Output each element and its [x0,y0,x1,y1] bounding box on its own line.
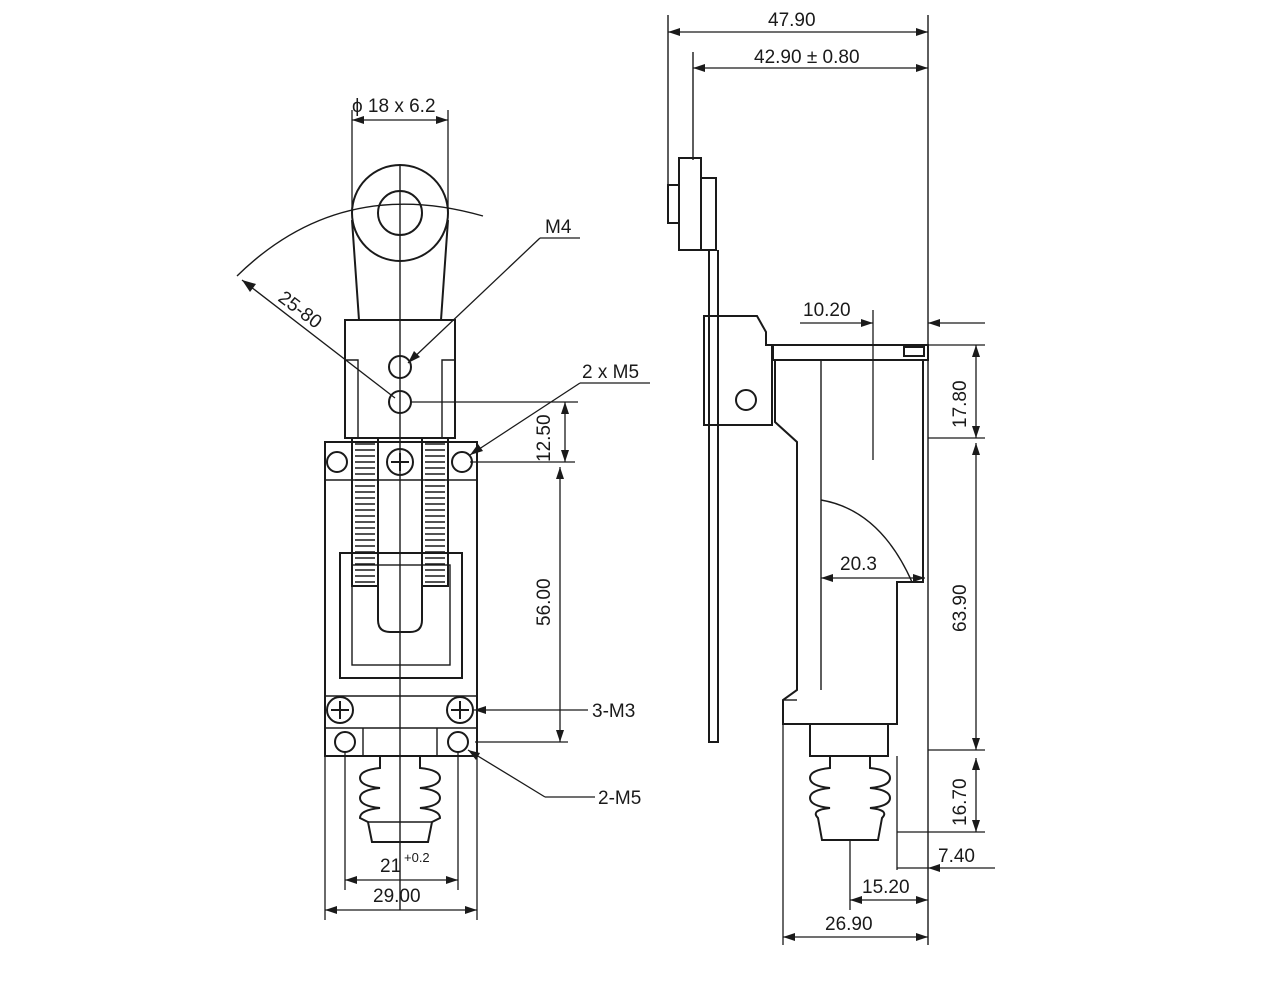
serrated-plate-left [351,437,379,587]
mount-hole-bottom-right [447,731,469,753]
label-10-20: 10.20 [803,300,851,321]
dim-7-40 [897,864,995,872]
label-7-40: 7.40 [938,846,975,867]
label-29-00: 29.00 [373,886,421,907]
body-window-inner [351,564,451,666]
mount-hole-top-left [326,451,348,473]
leader-2xm5 [469,382,650,456]
leader-3m3 [474,706,588,714]
lever-head-pin [735,389,757,411]
dim-20-3 [821,574,925,582]
bellows-plunger-side [808,723,892,841]
bottom-boss [362,728,438,756]
dim-16-70 [896,756,985,870]
dim-15-20 [849,840,928,910]
dim-21 [344,752,459,890]
body-side-curve [820,360,913,690]
roller-side-hub [667,184,680,224]
lever-rod [708,250,719,743]
body-section-lines [325,479,477,729]
label-42-90: 42.90 ± 0.80 [754,47,860,68]
label-17-80: 17.80 [950,380,971,428]
label-15-20: 15.20 [862,877,910,898]
side-view: 47.90 42.90 ± 0.80 10.20 17.80 [667,10,995,945]
dim-arm-range [241,279,396,399]
body-cap-tab [903,346,925,357]
shaft-slot [377,438,423,633]
dim-56-00 [475,467,568,743]
dim-roller-dia [351,110,449,212]
label-63-90: 63.90 [950,584,971,632]
label-2xm5: 2 x M5 [582,362,639,383]
clamp-detail [345,359,455,438]
dim-26-90 [782,724,928,945]
label-16-70: 16.70 [950,778,971,826]
roller-side [678,157,702,251]
roller-side-boss [700,177,717,251]
dim-12-50 [410,401,578,463]
dim-29-00 [324,756,478,920]
screw-center-top [386,448,414,476]
label-roller-dia: ϕ 18 x 6.2 [352,96,436,117]
serrated-plate-right [421,437,449,587]
label-20-3: 20.3 [840,554,877,575]
dim-42-90 [693,64,928,72]
dim-63-90 [928,443,985,751]
leader-m4 [407,237,580,364]
body-side-outline [774,360,924,725]
label-2m5: 2-M5 [598,788,641,809]
label-26-90: 26.90 [825,914,873,935]
dim-17-80 [928,344,985,439]
mount-hole-bottom-left [334,731,356,753]
label-56-00: 56.00 [534,578,555,626]
lever-head [703,315,773,426]
screw-bottom-right [446,696,474,724]
body-window [339,552,463,679]
screw-bottom-left [326,696,354,724]
leader-2m5 [467,749,595,798]
label-21: 21 [380,856,401,877]
label-47-90: 47.90 [768,10,816,31]
label-3m3: 3-M3 [592,701,635,722]
label-m4: M4 [545,217,572,238]
label-21-tolerance: +0.2 [404,850,430,865]
mount-hole-top-right [451,451,473,473]
dim-10-20 [800,310,985,460]
front-view: ϕ 18 x 6.2 25-80 M4 2 x M5 12 [236,96,650,920]
dim-47-90 [668,28,928,36]
bellows-plunger-front [358,755,442,843]
lever-arm [351,219,449,321]
label-12-50: 12.50 [534,414,555,462]
switch-body [324,441,478,757]
